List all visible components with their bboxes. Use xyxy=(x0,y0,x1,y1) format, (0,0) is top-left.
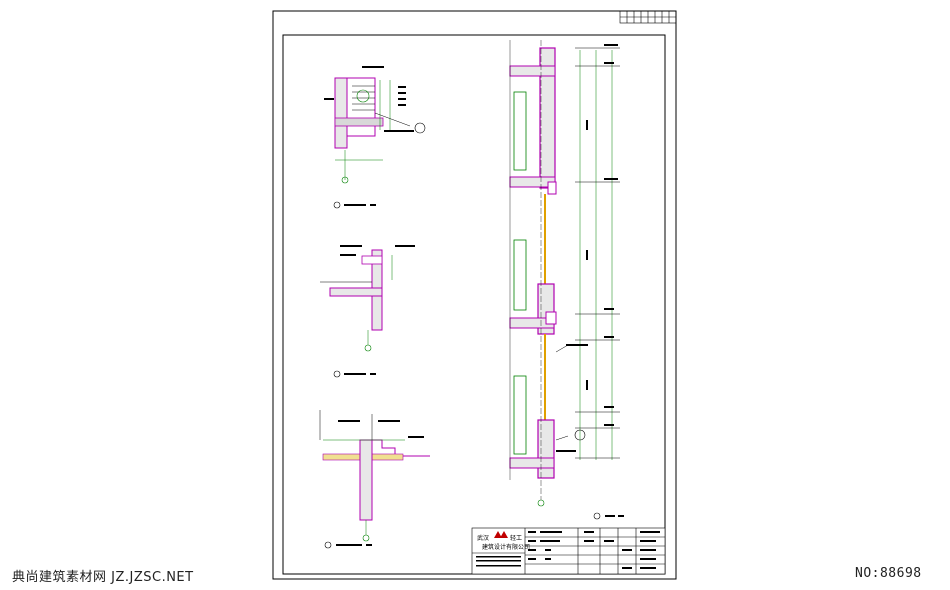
company-logo xyxy=(494,531,508,538)
wall-section xyxy=(509,40,624,520)
signoff-table xyxy=(619,10,677,24)
watermark-number: NO:88698 xyxy=(855,566,922,581)
company-name-line2: 建筑设计有限公司 xyxy=(482,543,530,551)
title-block xyxy=(471,527,666,575)
company-mark: 轻工 xyxy=(510,534,522,542)
detail-3 xyxy=(319,410,430,549)
detail-1 xyxy=(324,66,426,209)
detail-2 xyxy=(320,245,415,378)
title-block-fine-print xyxy=(476,531,660,569)
watermark-site: 典尚建筑素材网 JZ.JZSC.NET xyxy=(12,570,194,585)
company-name-line1: 武汉 xyxy=(477,534,489,542)
